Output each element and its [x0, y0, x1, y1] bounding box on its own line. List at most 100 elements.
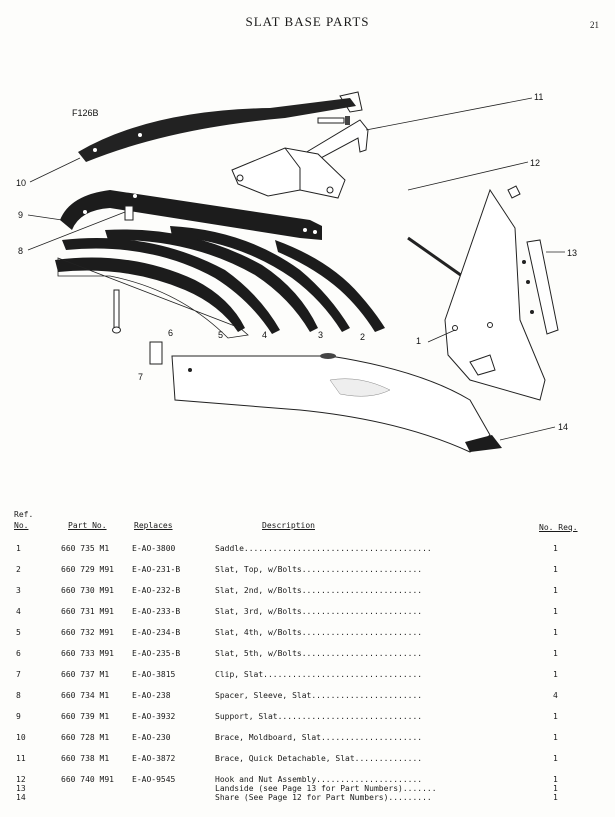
callout-8: 8: [18, 246, 23, 256]
cell-description: Slat, 2nd, w/Bolts......................…: [215, 586, 423, 595]
part-moldboard-plate: [171, 353, 491, 453]
cell-replaces: E-AO-232-B: [132, 586, 181, 595]
table-row: 7 660 737 M1 E-AO-3815 Clip, Slat.......…: [0, 670, 615, 691]
cell-replaces: E-AO-3800: [132, 544, 176, 553]
part-slats-group: [55, 226, 385, 339]
cell-replaces: E-AO-235-B: [132, 649, 181, 658]
table-row: 4 660 731 M91 E-AO-233-B Slat, 3rd, w/Bo…: [0, 607, 615, 628]
table-row: 14 Share (See Page 12 for Part Numbers).…: [0, 793, 615, 802]
cell-ref: 6: [16, 649, 21, 658]
figure-code: F126B: [72, 108, 99, 118]
part-saddle-plate: [444, 188, 546, 401]
callout-10: 10: [16, 178, 26, 188]
table-row: 5 660 732 M91 E-AO-234-B Slat, 4th, w/Bo…: [0, 628, 615, 649]
part-landside: [522, 239, 559, 335]
cell-replaces: E-AO-230: [132, 733, 171, 742]
parts-table-body: 1 660 735 M1 E-AO-3800 Saddle...........…: [0, 544, 615, 802]
cell-ref: 5: [16, 628, 21, 637]
table-row: 11 660 738 M1 E-AO-3872 Brace, Quick Det…: [0, 754, 615, 775]
cell-ref: 11: [16, 754, 26, 763]
cell-replaces: E-AO-3932: [132, 712, 176, 721]
cell-replaces: E-AO-234-B: [132, 628, 181, 637]
nut: [507, 185, 521, 199]
cell-qty: 1: [553, 586, 558, 595]
callout-14: 14: [558, 422, 568, 432]
leader-lines: [27, 97, 565, 441]
cell-description: Hook and Nut Assembly...................…: [215, 775, 423, 784]
cell-part-no: 660 739 M1: [61, 712, 110, 721]
callout-4: 4: [262, 330, 267, 340]
cell-description: Slat, 4th, w/Bolts......................…: [215, 628, 423, 637]
cell-replaces: E-AO-233-B: [132, 607, 181, 616]
cell-qty: 1: [553, 670, 558, 679]
header-replaces: Replaces: [134, 521, 173, 530]
table-row: 12 660 740 M91 E-AO-9545 Hook and Nut As…: [0, 775, 615, 784]
cell-qty: 1: [553, 649, 558, 658]
callout-1: 1: [416, 336, 421, 346]
cell-description: Saddle..................................…: [215, 544, 432, 553]
cell-ref: 2: [16, 565, 21, 574]
cell-ref: 1: [16, 544, 21, 553]
cell-qty: 1: [553, 733, 558, 742]
part-clip-slat: [149, 341, 163, 365]
callout-11: 11: [534, 92, 543, 102]
cell-ref: 14: [16, 793, 26, 802]
cell-part-no: 660 729 M91: [61, 565, 114, 574]
cell-qty: 1: [553, 607, 558, 616]
table-row: 8 660 734 M1 E-AO-238 Spacer, Sleeve, Sl…: [0, 691, 615, 712]
table-row: 10 660 728 M1 E-AO-230 Brace, Moldboard,…: [0, 733, 615, 754]
cell-description: Brace, Quick Detachable, Slat...........…: [215, 754, 423, 763]
header-description: Description: [262, 521, 315, 530]
table-row: 6 660 733 M91 E-AO-235-B Slat, 5th, w/Bo…: [0, 649, 615, 670]
cell-qty: 1: [553, 793, 558, 802]
callout-13: 13: [567, 248, 577, 258]
cell-replaces: E-AO-231-B: [132, 565, 181, 574]
cell-qty: 1: [553, 565, 558, 574]
cell-ref: 8: [16, 691, 21, 700]
cell-part-no: 660 735 M1: [61, 544, 110, 553]
table-row: 9 660 739 M1 E-AO-3932 Support, Slat....…: [0, 712, 615, 733]
part-share: [465, 435, 502, 452]
cell-qty: 1: [553, 712, 558, 721]
cell-ref: 3: [16, 586, 21, 595]
cell-ref: 9: [16, 712, 21, 721]
header-no-req: No. Req.: [539, 523, 578, 532]
cell-ref: 4: [16, 607, 21, 616]
cell-part-no: 660 740 M91: [61, 775, 114, 784]
cell-part-no: 660 733 M91: [61, 649, 114, 658]
callout-9: 9: [18, 210, 23, 220]
page-number: 21: [590, 20, 599, 30]
cell-replaces: E-AO-238: [132, 691, 171, 700]
callout-3: 3: [318, 330, 323, 340]
part-brace-moldboard: [78, 91, 363, 162]
callout-2: 2: [360, 332, 365, 342]
cell-qty: 1: [553, 784, 558, 793]
cell-description: Slat, 5th, w/Bolts......................…: [215, 649, 423, 658]
cell-part-no: 660 732 M91: [61, 628, 114, 637]
page-title: SLAT BASE PARTS: [245, 14, 370, 29]
table-row: 2 660 729 M91 E-AO-231-B Slat, Top, w/Bo…: [0, 565, 615, 586]
cell-qty: 1: [553, 775, 558, 784]
cell-description: Landside (see Page 13 for Part Numbers).…: [215, 784, 437, 793]
callout-6: 6: [168, 328, 173, 338]
cell-qty: 1: [553, 544, 558, 553]
cell-description: Slat, 3rd, w/Bolts......................…: [215, 607, 423, 616]
cell-part-no: 660 737 M1: [61, 670, 110, 679]
header-ref-line1: Ref.: [14, 510, 34, 519]
cell-part-no: 660 731 M91: [61, 607, 114, 616]
bolt: [317, 116, 350, 125]
cell-part-no: 660 738 M1: [61, 754, 110, 763]
cell-part-no: 660 734 M1: [61, 691, 110, 700]
table-row: 3 660 730 M91 E-AO-232-B Slat, 2nd, w/Bo…: [0, 586, 615, 607]
cell-ref: 7: [16, 670, 21, 679]
header-ref-line2: No.: [14, 521, 29, 530]
cell-replaces: E-AO-3815: [132, 670, 176, 679]
cell-description: Spacer, Sleeve, Slat....................…: [215, 691, 423, 700]
cell-replaces: E-AO-3872: [132, 754, 176, 763]
exploded-parts-diagram: F126B: [16, 91, 577, 453]
cell-qty: 4: [553, 691, 558, 700]
cell-qty: 1: [553, 628, 558, 637]
header-part-no: Part No.: [68, 521, 107, 530]
cell-part-no: 660 730 M91: [61, 586, 114, 595]
cell-description: Slat, Top, w/Bolts......................…: [215, 565, 423, 574]
